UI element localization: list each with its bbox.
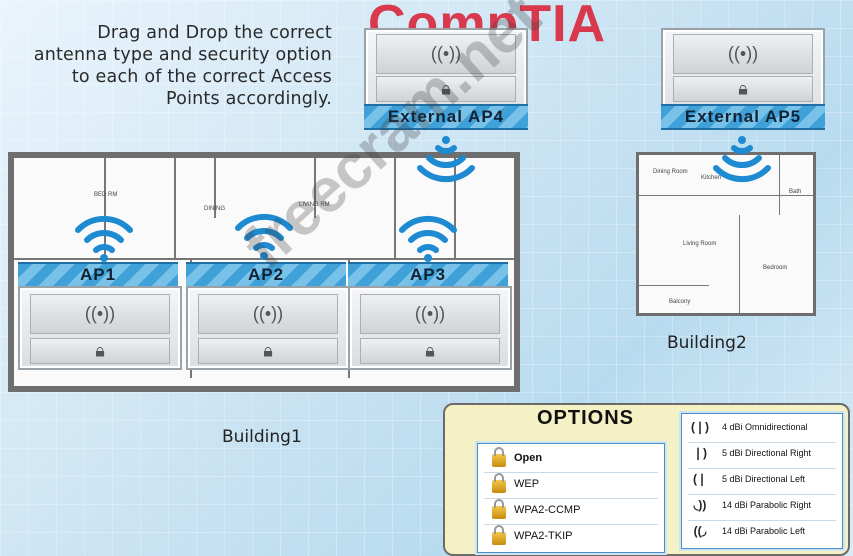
directional-right-antenna-icon: ❘) [692,446,708,460]
directional-left-antenna-icon: (❘ [692,472,708,486]
antenna-option-5dbi-dir-left[interactable]: (❘5 dBi Directional Left [686,472,805,486]
ap5-label: External AP5 [661,104,825,130]
ap2-antenna-slot[interactable]: ((•)) [198,294,338,334]
ap4-antenna-slot[interactable]: ((•)) [376,34,516,74]
lock-icon [492,447,506,467]
ap3-antenna-slot[interactable]: ((•)) [360,294,500,334]
lock-icon [492,499,506,519]
building2-floorplan: Dining Room Kitchen Living Room Bedroom … [636,152,816,316]
options-panel: OPTIONS Open WEP WPA2-CCMP WPA2-TKIP (❘)… [443,403,850,556]
instructions-text: Drag and Drop the correct antenna type a… [33,23,332,109]
wireless-icon: ((•)) [430,43,462,64]
lock-icon: 🔒︎ [263,340,273,361]
lock-icon [492,473,506,493]
antenna-option-4dbi-omni[interactable]: (❘)4 dBi Omnidirectional [686,420,808,434]
security-option-wpa2-tkip[interactable]: WPA2-TKIP [492,525,572,545]
wireless-icon: ((•)) [414,303,446,324]
lock-icon: 🔒︎ [95,340,105,361]
ap4-label: External AP4 [364,104,528,130]
ap1-security-slot[interactable]: 🔒︎ [30,338,170,364]
antenna-option-14dbi-para-right[interactable]: ◟))14 dBi Parabolic Right [686,498,811,512]
parabolic-left-antenna-icon: ((◞ [693,524,707,538]
security-options-list: Open WEP WPA2-CCMP WPA2-TKIP [477,443,665,553]
lock-icon: 🔒︎ [738,78,748,99]
wireless-icon: ((•)) [84,303,116,324]
wifi-signal-icon [713,136,771,183]
ap3-label: AP3 [348,262,508,288]
parabolic-right-antenna-icon: ◟)) [693,498,707,512]
ap2-drop-zone[interactable]: ((•)) 🔒︎ [186,286,350,370]
ap1-label: AP1 [18,262,178,288]
building1-label: Building1 [222,427,302,447]
omni-antenna-icon: (❘) [690,420,710,434]
lock-icon: 🔒︎ [425,340,435,361]
ap2-security-slot[interactable]: 🔒︎ [198,338,338,364]
antenna-option-5dbi-dir-right[interactable]: ❘)5 dBi Directional Right [686,446,811,460]
wifi-signal-icon [399,215,457,262]
ap3-security-slot[interactable]: 🔒︎ [360,338,500,364]
wifi-signal-icon [235,213,293,260]
ap1-drop-zone[interactable]: ((•)) 🔒︎ [18,286,182,370]
antenna-options-list: (❘)4 dBi Omnidirectional ❘)5 dBi Directi… [681,413,843,549]
wireless-icon: ((•)) [252,303,284,324]
wireless-icon: ((•)) [727,43,759,64]
ap5-security-slot[interactable]: 🔒︎ [673,76,813,102]
security-option-wep[interactable]: WEP [492,473,539,493]
ap5-drop-zone[interactable]: ((•)) 🔒︎ External AP5 [661,28,825,130]
building2-label: Building2 [667,333,747,353]
ap4-drop-zone[interactable]: ((•)) 🔒︎ External AP4 [364,28,528,130]
ap4-security-slot[interactable]: 🔒︎ [376,76,516,102]
wifi-signal-icon [417,136,475,183]
antenna-option-14dbi-para-left[interactable]: ((◞14 dBi Parabolic Left [686,524,805,538]
lock-icon [492,525,506,545]
ap1-antenna-slot[interactable]: ((•)) [30,294,170,334]
security-option-wpa2-ccmp[interactable]: WPA2-CCMP [492,499,580,519]
lock-icon: 🔒︎ [441,78,451,99]
wifi-signal-icon [75,215,133,262]
ap3-drop-zone[interactable]: ((•)) 🔒︎ [348,286,512,370]
ap5-antenna-slot[interactable]: ((•)) [673,34,813,74]
security-option-open[interactable]: Open [492,447,542,467]
options-title: OPTIONS [537,407,635,429]
